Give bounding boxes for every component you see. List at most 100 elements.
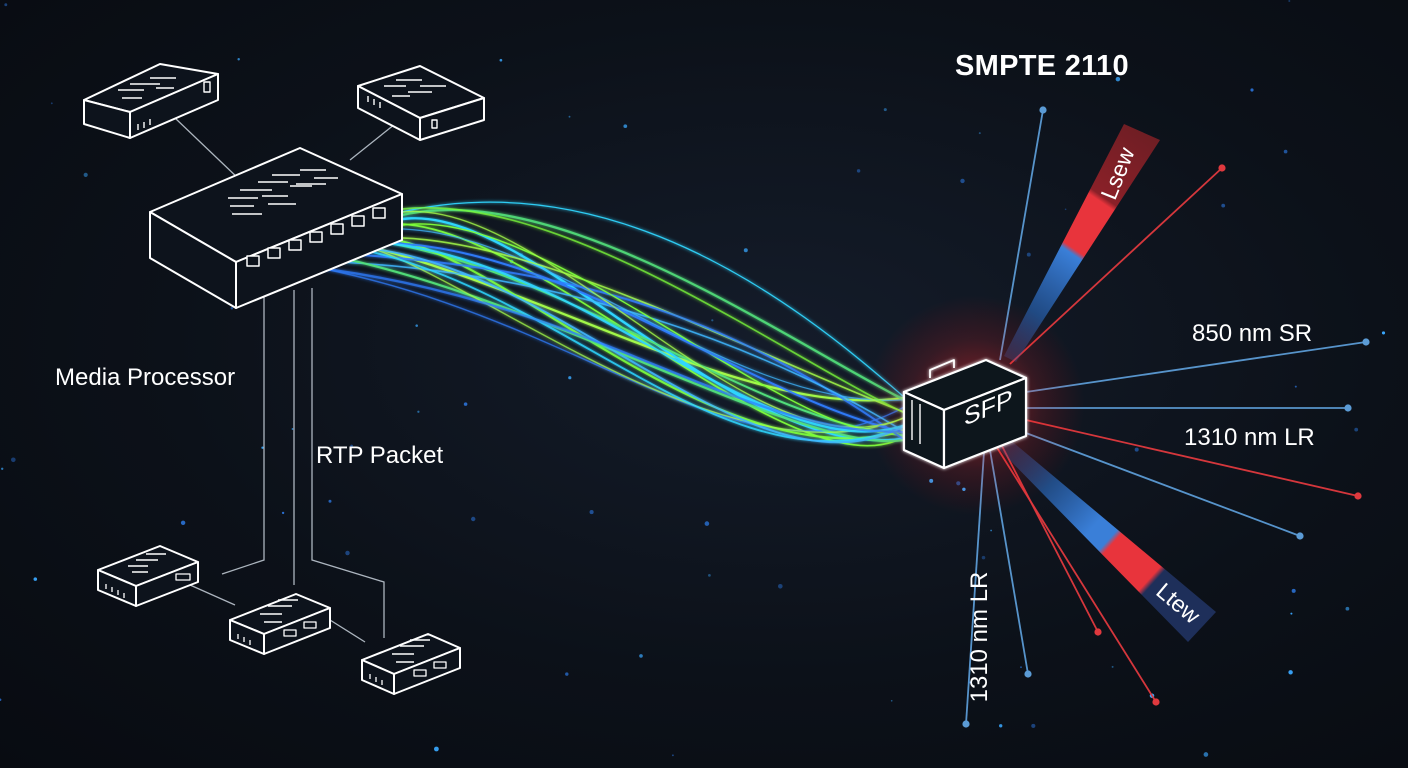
link-line — [329, 619, 366, 643]
star-dot — [1203, 752, 1209, 757]
star-dot — [463, 402, 468, 406]
star-dot — [50, 102, 53, 105]
diagram-title: SMPTE 2110 — [955, 50, 1129, 82]
fiber-strand — [363, 223, 907, 433]
fiber-strand — [336, 244, 907, 442]
star-dot — [568, 115, 571, 118]
star-dot — [83, 172, 88, 177]
star-dot — [856, 169, 861, 173]
wavelength-band-top — [1004, 124, 1160, 362]
star-dot — [10, 457, 16, 463]
star-dot — [981, 555, 986, 560]
ray-endpoint-dot — [1344, 404, 1352, 412]
star-dot — [1354, 427, 1359, 432]
star-dot — [990, 529, 992, 532]
fiber-strand — [342, 223, 907, 447]
star-dot — [1020, 666, 1022, 669]
star-dot — [1031, 723, 1036, 728]
star-dot — [415, 324, 418, 327]
star-dot — [1288, 0, 1291, 3]
star-dot — [33, 577, 38, 581]
ray-endpoint-dot — [1152, 698, 1160, 706]
ray-endpoint-dot — [1039, 106, 1047, 114]
star-dot — [743, 248, 748, 253]
star-dot — [261, 446, 264, 449]
fiber-strand — [254, 259, 907, 434]
rtp-packet-label: RTP Packet — [316, 442, 444, 469]
star-dot — [777, 583, 783, 589]
star-dot — [1, 467, 4, 470]
link-line — [221, 280, 265, 575]
fiber-strand — [268, 261, 907, 434]
star-dot — [499, 58, 503, 62]
endpoint-device-icon — [361, 633, 461, 695]
star-dot — [1283, 149, 1288, 154]
lr-1310-vertical-label: 1310 nm LR — [966, 571, 993, 703]
star-dot — [568, 376, 572, 380]
media-processor-label: Media Processor — [55, 364, 236, 391]
star-dot — [1134, 447, 1139, 452]
star-dot — [1290, 612, 1293, 615]
star-dot — [711, 319, 714, 322]
star-dot — [281, 511, 285, 515]
star-dot — [1221, 203, 1226, 208]
fiber-strand — [344, 208, 907, 402]
fiber-strand — [344, 210, 907, 428]
star-dot — [1294, 385, 1297, 388]
link-line — [174, 117, 241, 181]
ray-endpoint-dot — [1024, 670, 1032, 678]
star-dot — [1381, 331, 1386, 335]
star-dot — [237, 58, 240, 61]
fiber-strand — [294, 248, 907, 443]
ray-endpoint-dot — [1362, 338, 1370, 346]
link-line — [311, 288, 385, 638]
star-dot — [708, 574, 711, 577]
fiber-strand — [258, 257, 907, 432]
star-dot — [1345, 606, 1350, 611]
star-dot — [671, 754, 674, 757]
fiber-strand — [315, 239, 907, 433]
star-dot — [704, 521, 710, 526]
star-dot — [1250, 88, 1254, 92]
lr-1310-label: 1310 nm LR — [1184, 424, 1315, 451]
star-dot — [180, 520, 186, 526]
star-dot — [883, 108, 887, 112]
endpoint-device-icon — [97, 545, 199, 607]
ray-endpoint-dot — [1354, 492, 1362, 500]
link-lines — [174, 117, 401, 643]
ray-endpoint-dot — [1218, 164, 1226, 172]
ray-endpoint-dot — [1094, 628, 1102, 636]
star-dot — [345, 550, 350, 556]
wavelength-band-bottom — [996, 438, 1216, 642]
endpoint-device-icon — [229, 593, 331, 655]
star-dot — [639, 654, 643, 658]
star-dot — [350, 444, 353, 448]
star-dot — [1111, 665, 1114, 668]
star-dot — [328, 499, 332, 503]
star-dot — [960, 178, 965, 184]
star-dot — [1288, 670, 1293, 675]
link-line — [189, 584, 236, 606]
server-box-icon — [83, 63, 219, 139]
star-dot — [1291, 588, 1296, 593]
star-dot — [434, 746, 439, 752]
ray-endpoint-dot — [1296, 532, 1304, 540]
star-dot — [623, 124, 628, 129]
sfp-module-icon — [902, 358, 1028, 470]
star-dot — [565, 672, 569, 676]
star-dot — [890, 699, 893, 702]
server-box-icon — [357, 65, 485, 141]
star-dot — [4, 3, 8, 7]
fiber-strand — [365, 236, 907, 440]
network-switch-icon — [149, 147, 403, 309]
fiber-strand — [294, 245, 907, 444]
star-dot — [1115, 76, 1121, 82]
star-dot — [978, 132, 981, 135]
sr-850-label: 850 nm SR — [1192, 320, 1313, 347]
star-dot — [1026, 252, 1031, 257]
link-line — [349, 119, 401, 161]
star-dot — [589, 510, 594, 515]
star-dot — [1064, 208, 1067, 211]
